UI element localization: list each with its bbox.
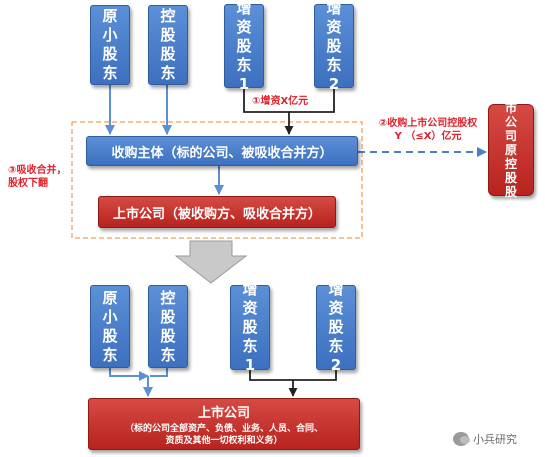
bottom-minority-shareholders-box: 原 小 股 东 <box>90 285 130 368</box>
controlling-shareholder-box: 控 股 股 东 <box>148 5 188 85</box>
wechat-icon <box>453 432 470 446</box>
acquirer-box: 收购主体（标的公司、被吸收合并方） <box>86 136 358 166</box>
bottom-capital-investor-2-box: 增 资 股 东 2 <box>316 280 356 374</box>
minority-shareholders-box: 原 小 股 东 <box>90 5 130 85</box>
listed-company-box: 上市公司（被收购方、吸收合并方） <box>98 196 336 228</box>
capital-investor-2-box: 增 资 股 东 2 <box>314 0 354 93</box>
bottom-controlling-shareholder-box: 控 股 股 东 <box>148 285 188 368</box>
merger-note: ③吸收合并， 股权下翻 <box>8 165 67 189</box>
capital-investor-1-box: 增 资 股 东 1 <box>224 0 264 93</box>
bottom-listed-company-box: 上市公司 （标的公司全部资产、负债、业务、人员、合同、 资质及其他一切权利和义务… <box>88 398 360 450</box>
bottom-listed-company-title: 上市公司 <box>197 405 250 421</box>
merger-scope-frame <box>71 121 363 239</box>
transformation-arrow <box>174 240 248 284</box>
watermark: 小兵研究 <box>453 431 517 447</box>
bottom-capital-investor-1-box: 增 资 股 东 1 <box>230 280 270 374</box>
watermark-text: 小兵研究 <box>473 433 517 446</box>
bottom-listed-company-desc: （标的公司全部资产、负债、业务、人员、合同、 资质及其他一切权利和义务） <box>124 423 323 446</box>
capital-increase-note: ①增资X亿元 <box>252 96 309 107</box>
original-controller-box: 上 市 公 司 原 控 股 股 东 <box>488 87 534 213</box>
acquisition-note: ②收购上市公司控股权 Y （≤X）亿元 <box>378 118 478 142</box>
